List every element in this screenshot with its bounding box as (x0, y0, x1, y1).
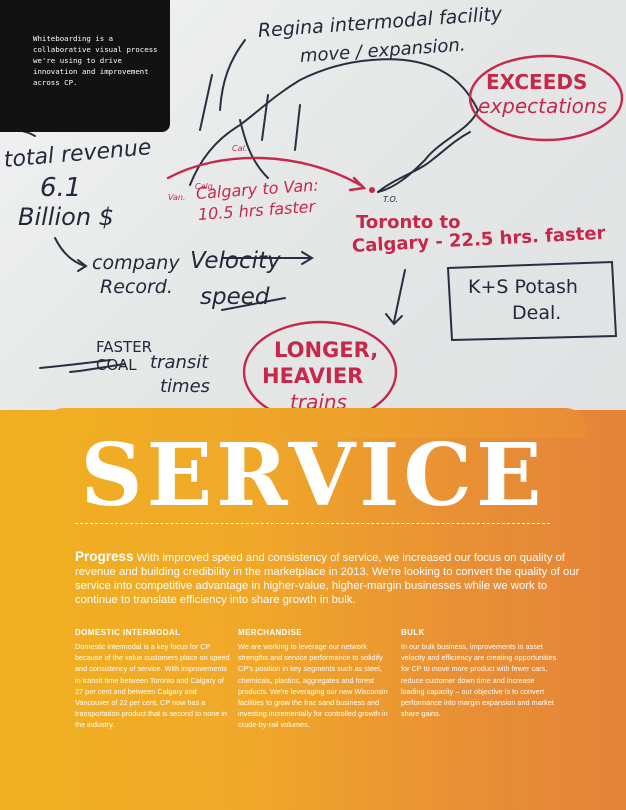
column-merchandise: MERCHANDISE We are working to leverage o… (238, 628, 396, 731)
intro-text: With improved speed and consistency of s… (75, 552, 580, 606)
caption-box: Whiteboarding is a collaborative visual … (0, 0, 170, 132)
wb-record: Record. (100, 276, 173, 298)
column-domestic-intermodal: DOMESTIC INTERMODAL Domestic intermodal … (75, 628, 233, 731)
column-heading: DOMESTIC INTERMODAL (75, 628, 181, 637)
wb-expectations: expectations (478, 94, 607, 118)
wb-company: company (92, 252, 180, 274)
wb-revenue-amount: 6.1 (40, 173, 82, 203)
column-bulk: BULK In our bulk business, improvements … (401, 628, 559, 719)
whiteboard-drawing (0, 39, 624, 424)
wb-toronto-1: Toronto to (356, 212, 461, 233)
wb-heavier: HEAVIER (262, 364, 364, 388)
wb-times: times (160, 376, 211, 397)
intro-lead: Progress (75, 549, 134, 564)
dashed-divider (75, 523, 550, 524)
wb-cal: Cal. (232, 144, 248, 153)
wb-ks-deal: Deal. (512, 302, 562, 324)
wb-faster: FASTER (96, 338, 153, 356)
banner-tab (42, 408, 587, 438)
section-title: SERVICE (80, 425, 546, 526)
wb-speed: speed (200, 284, 270, 310)
wb-velocity: Velocity (190, 248, 281, 274)
wb-calg: Calg. (195, 182, 216, 191)
column-heading: MERCHANDISE (238, 628, 302, 637)
column-body: We are working to leverage our network s… (238, 642, 388, 730)
wb-coal: COAL (96, 356, 137, 374)
wb-trains: trains (290, 390, 347, 414)
service-banner: SERVICE Progress With improved speed and… (0, 408, 626, 810)
wb-to: T.O. (383, 195, 398, 204)
wb-van: Van. (168, 193, 186, 202)
intro-paragraph: Progress With improved speed and consist… (75, 550, 585, 607)
column-body: In our bulk business, improvements in as… (401, 642, 557, 719)
column-heading: BULK (401, 628, 425, 637)
wb-ks-potash: K+S Potash (468, 276, 578, 298)
wb-longer: LONGER, (274, 338, 379, 362)
caption-text: Whiteboarding is a collaborative visual … (33, 34, 158, 87)
wb-billion: Billion $ (18, 203, 114, 231)
wb-exceeds: EXCEEDS (486, 70, 588, 94)
column-body: Domestic intermodal is a key focus for C… (75, 642, 230, 730)
wb-transit: transit (150, 352, 209, 373)
